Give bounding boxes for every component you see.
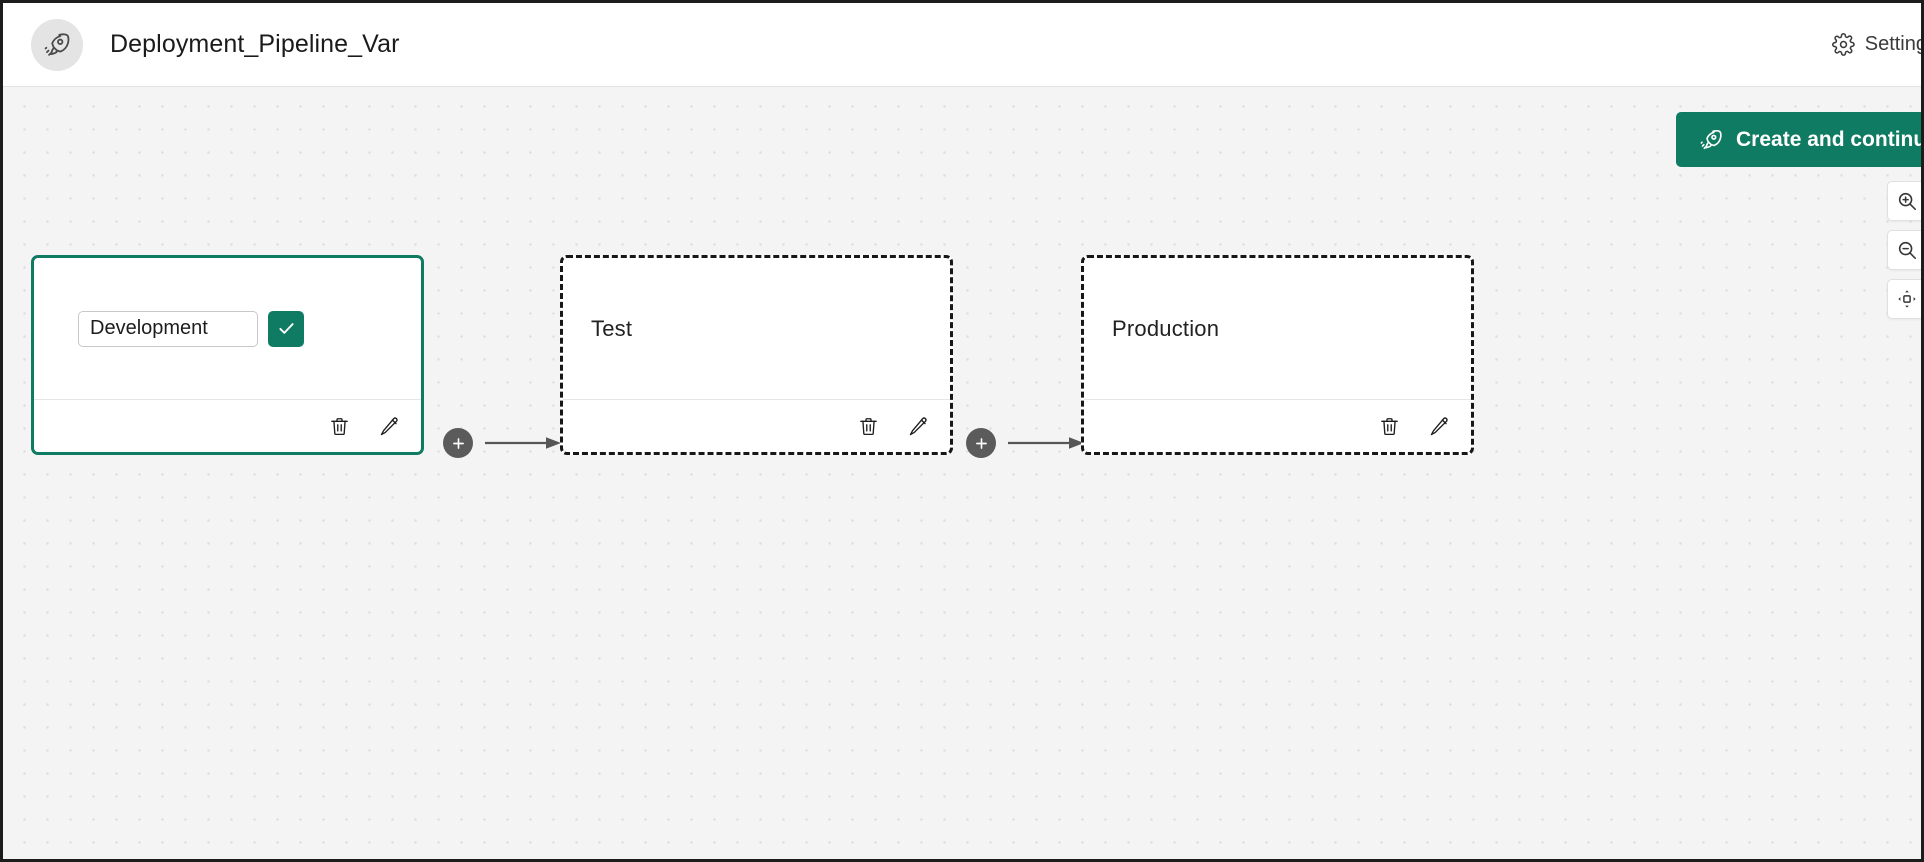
- plus-icon: [973, 435, 990, 452]
- pipeline-stage-test[interactable]: Test: [560, 255, 953, 455]
- zoom-in-button[interactable]: [1887, 181, 1921, 221]
- stage-footer: [34, 399, 421, 452]
- trash-icon: [328, 415, 351, 438]
- edit-stage-button[interactable]: [1426, 413, 1452, 439]
- check-icon: [276, 318, 297, 339]
- pipeline-connector-1: [443, 427, 563, 459]
- add-stage-button[interactable]: [966, 428, 996, 458]
- stage-name-input[interactable]: [78, 310, 258, 347]
- create-and-continue-label: Create and continue: [1736, 127, 1921, 151]
- fit-to-screen-button[interactable]: [1887, 279, 1921, 319]
- stage-body: Test: [563, 258, 950, 399]
- stage-body: Production: [1084, 258, 1471, 399]
- delete-stage-button[interactable]: [855, 413, 881, 439]
- gear-icon: [1831, 33, 1855, 56]
- rocket-icon: [31, 18, 83, 71]
- stage-body: [34, 258, 421, 399]
- trash-icon: [857, 415, 880, 438]
- stage-name-label: Test: [591, 315, 633, 341]
- settings-label: Settings: [1864, 33, 1921, 55]
- pipeline-canvas[interactable]: Create and continue: [3, 87, 1921, 859]
- pipeline-stage-production[interactable]: Production: [1081, 255, 1474, 455]
- zoom-out-button[interactable]: [1887, 230, 1921, 270]
- delete-stage-button[interactable]: [326, 413, 352, 439]
- zoom-in-icon: [1896, 190, 1918, 212]
- edit-stage-button[interactable]: [905, 413, 931, 439]
- trash-icon: [1378, 415, 1401, 438]
- fit-screen-icon: [1896, 288, 1918, 310]
- pencil-icon: [907, 415, 930, 438]
- stage-name-label: Production: [1112, 315, 1220, 341]
- stage-footer: [563, 399, 950, 452]
- page-title: Deployment_Pipeline_Var: [110, 30, 400, 58]
- add-stage-button[interactable]: [443, 428, 473, 458]
- plus-icon: [450, 435, 467, 452]
- delete-stage-button[interactable]: [1376, 413, 1402, 439]
- rocket-icon: [1700, 128, 1723, 151]
- settings-button[interactable]: Settings: [1831, 33, 1921, 56]
- create-and-continue-button[interactable]: Create and continue: [1676, 112, 1921, 167]
- canvas-zoom-controls: [1887, 181, 1921, 319]
- zoom-out-icon: [1896, 239, 1918, 261]
- connector-arrow: [1008, 437, 1084, 449]
- connector-arrow: [485, 437, 561, 449]
- pencil-icon: [1428, 415, 1451, 438]
- edit-stage-button[interactable]: [376, 413, 402, 439]
- pipeline-stage-development[interactable]: [31, 255, 424, 455]
- pipeline-connector-2: [966, 427, 1086, 459]
- app-header: Deployment_Pipeline_Var Settings: [3, 3, 1921, 87]
- stage-rename-row: [62, 310, 304, 347]
- confirm-stage-name-button[interactable]: [268, 310, 304, 347]
- stage-footer: [1084, 399, 1471, 452]
- pencil-icon: [378, 415, 401, 438]
